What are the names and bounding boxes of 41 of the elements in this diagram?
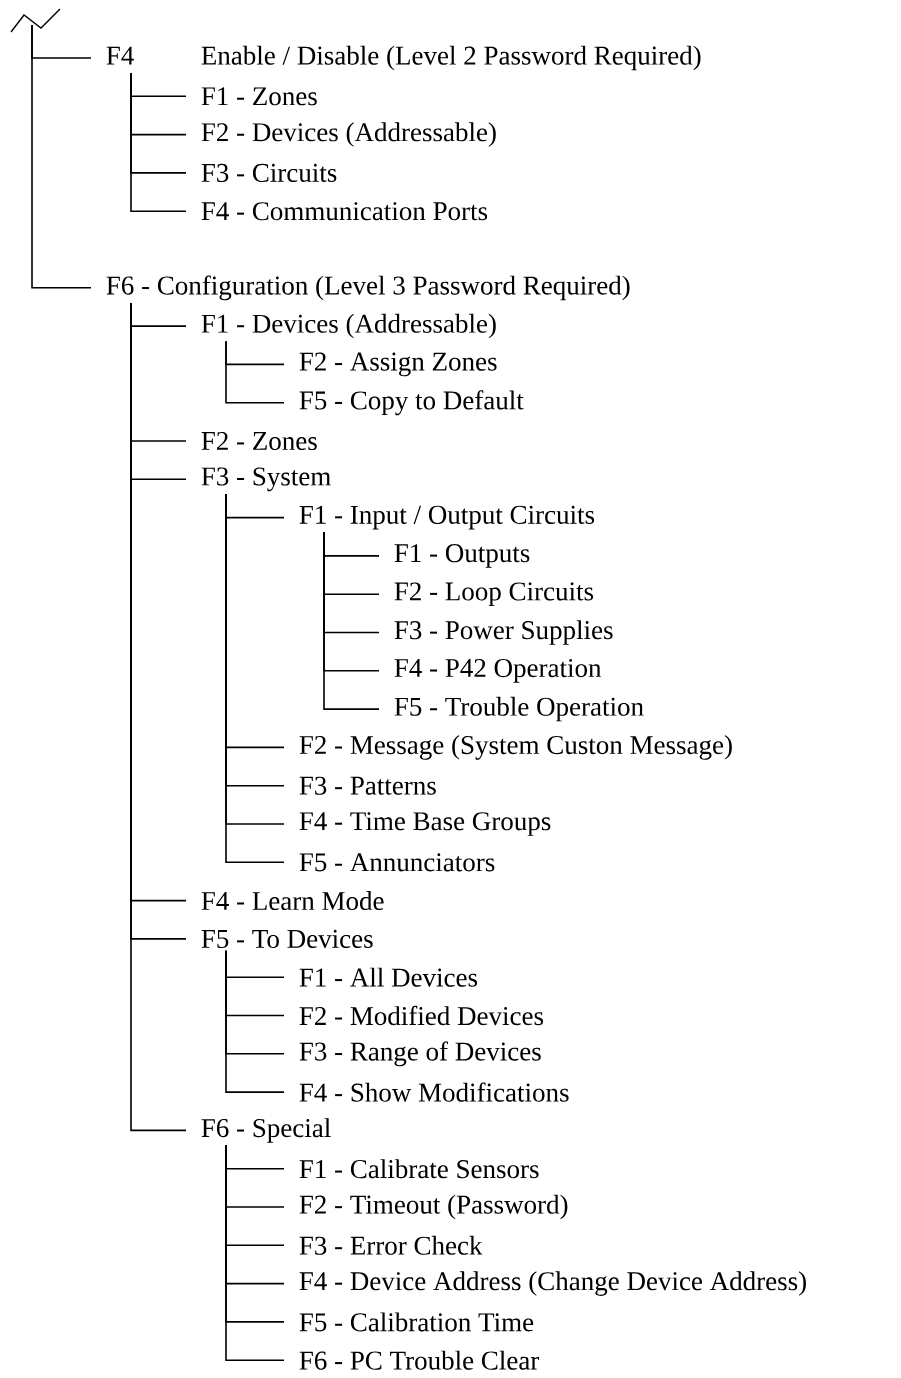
menu-item: F2 - Modified Devices — [299, 1005, 544, 1026]
menu-item: F2 - Devices (Addressable) — [201, 122, 496, 147]
menu-item: F3 - Power Supplies — [394, 620, 613, 645]
menu-item: F4 - P42 Operation — [394, 659, 602, 683]
menu-item: F4 Enable / Disable (Level 2 Password Required) — [106, 45, 701, 71]
menu-item: F6 - Special — [201, 1118, 331, 1143]
menu-item: F6 - Configuration (Level 3 Password Required) — [106, 275, 630, 301]
menu-item: F1 - Outputs — [394, 544, 530, 568]
menu-item: F4 - Learn Mode — [201, 891, 384, 911]
menu-item: F3 - Range of Devices — [299, 1041, 541, 1067]
menu-item: F4 - Communication Ports — [201, 202, 488, 221]
menu-item: F5 - Annunciators — [299, 853, 495, 872]
tree-line — [130, 302, 187, 1132]
menu-item: F2 - Timeout (Password) — [299, 1194, 568, 1220]
menu-item: F3 - System — [201, 467, 331, 492]
menu-item: F3 - Error Check — [299, 1235, 483, 1255]
tree-line — [31, 24, 92, 289]
tree-line — [225, 1144, 285, 1361]
menu-item: F1 - Calibrate Sensors — [299, 1159, 539, 1179]
menu-item: F2 - Message (System Custon Message) — [299, 735, 732, 760]
tree-line — [323, 531, 380, 710]
menu-item: F5 - To Devices — [201, 929, 373, 948]
menu-item: F1 - Devices (Addressable) — [201, 313, 496, 339]
menu-item: F5 - Copy to Default — [299, 390, 524, 416]
menu-item: F3 - Circuits — [201, 163, 337, 182]
menu-item: F5 - Trouble Operation — [394, 696, 644, 722]
menu-item: F3 - Patterns — [299, 776, 436, 795]
menu-item: F5 - Calibration Time — [299, 1312, 534, 1332]
menu-item: F6 - PC Trouble Clear — [299, 1350, 540, 1370]
menu-item: F4 - Device Address (Change Device Address) — [299, 1271, 806, 1296]
menu-item: F2 - Loop Circuits — [394, 582, 594, 607]
menu-item: F2 - Zones — [201, 431, 317, 451]
menu-item: F4 - Time Base Groups — [299, 812, 551, 836]
tree-line — [225, 950, 285, 1093]
tree-line — [225, 340, 285, 404]
menu-item: F1 - All Devices — [299, 967, 478, 987]
menu-item: F2 - Assign Zones — [299, 352, 497, 377]
tree-line — [130, 72, 187, 212]
menu-item: F1 - Input / Output Circuits — [299, 505, 595, 530]
menu-item: F1 - Zones — [201, 87, 317, 106]
menu-item: F4 - Show Modifications — [299, 1082, 569, 1102]
